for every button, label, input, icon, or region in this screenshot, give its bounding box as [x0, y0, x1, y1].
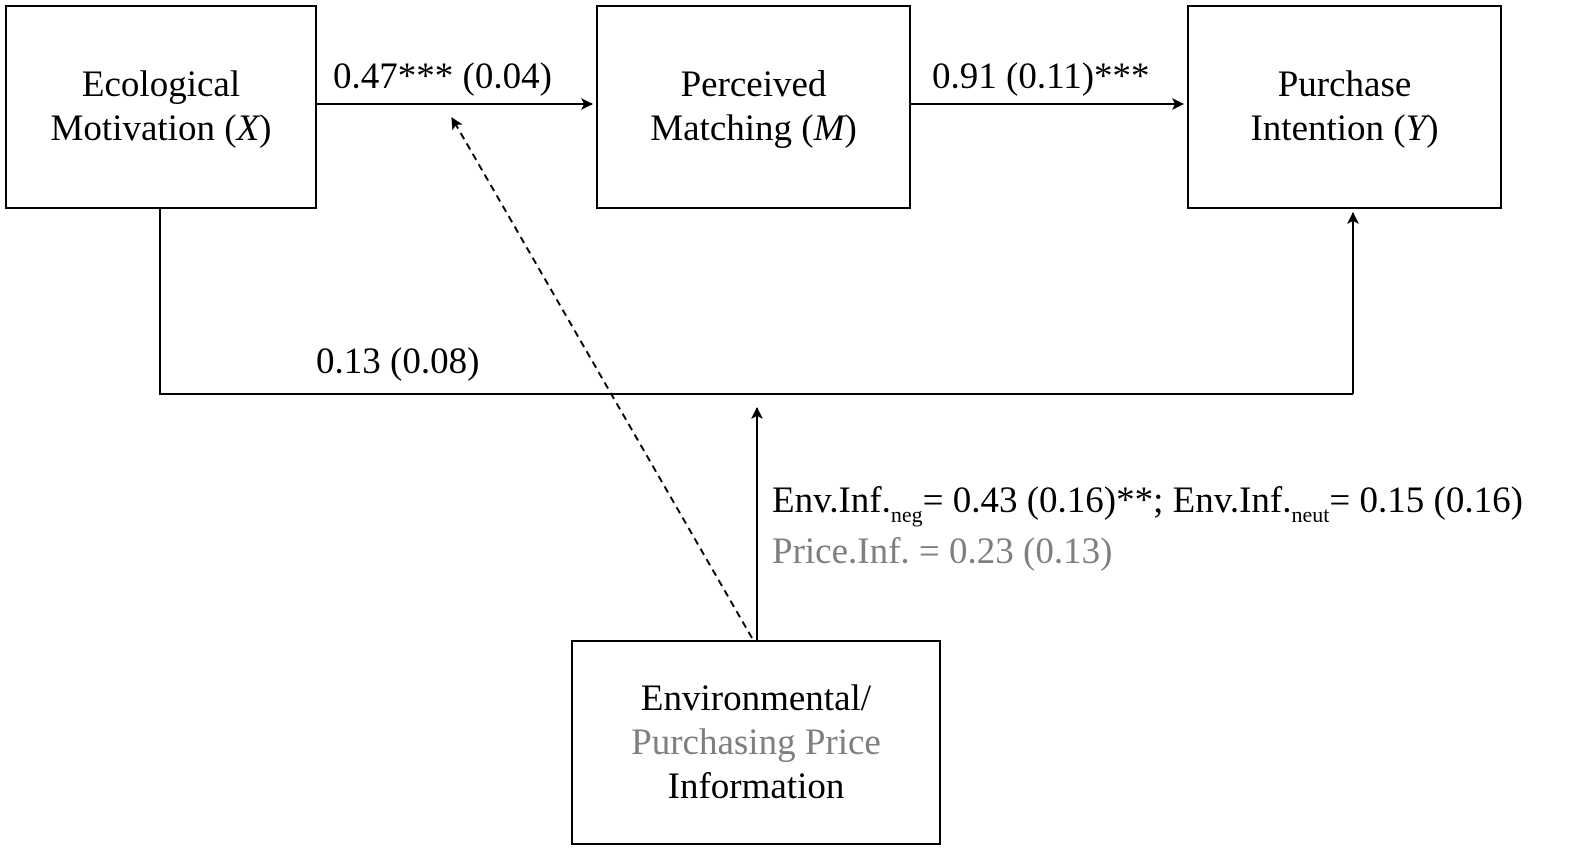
moderator-dashed-arrow [451, 117, 753, 639]
box-y-line1: Purchase [1277, 64, 1412, 105]
box-y-line2: Intention (Y) [1250, 108, 1439, 149]
perceived-matching-box: Perceived Matching (M) [596, 5, 911, 209]
box-w-line1: Environmental/ [640, 677, 872, 719]
box-x-line1: Ecological [81, 64, 241, 105]
price-information-box: Environmental/ Purchasing Price Informat… [571, 640, 941, 845]
box-x-line2: Motivation (X) [50, 108, 272, 149]
env-info-coefficients: Env.Inf.neg= 0.43 (0.16)**; Env.Inf.neut… [772, 480, 1523, 527]
path-c-label: 0.13 (0.08) [316, 341, 480, 382]
path-b-label: 0.91 (0.11)*** [932, 56, 1150, 97]
box-w-line2: Purchasing Price [631, 721, 881, 763]
box-m-line1: Perceived [680, 64, 827, 105]
price-info-coefficient: Price.Inf. = 0.23 (0.13) [772, 531, 1113, 572]
path-c-line [159, 209, 1353, 395]
purchase-intention-box: Purchase Intention (Y) [1187, 5, 1502, 209]
ecological-motivation-box: Ecological Motivation (X) [5, 5, 317, 209]
path-a-label: 0.47*** (0.04) [333, 56, 552, 97]
box-w-line3: Information [667, 765, 845, 807]
box-m-line2: Matching (M) [650, 108, 857, 149]
